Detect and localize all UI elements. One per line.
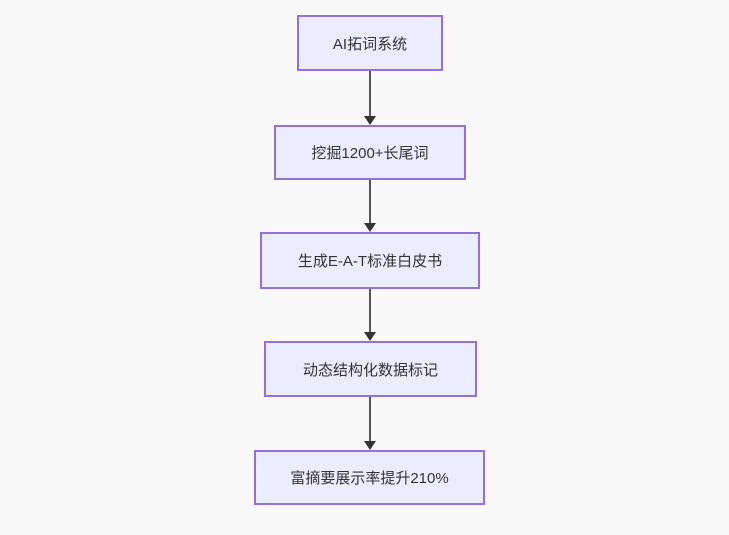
flow-node-label: 富摘要展示率提升210% [290, 470, 449, 487]
arrow-down-icon [364, 223, 376, 232]
flow-node-longtail-mining: 挖掘1200+长尾词 [274, 125, 466, 180]
flow-edge-b-c [363, 180, 377, 232]
edge-line [369, 397, 371, 441]
flow-node-eat-whitepaper: 生成E-A-T标准白皮书 [260, 232, 480, 289]
flow-node-ai-keyword-system: AI拓词系统 [297, 15, 443, 71]
arrow-down-icon [364, 332, 376, 341]
flow-node-label: AI拓词系统 [332, 35, 408, 53]
flow-node-structured-data-markup: 动态结构化数据标记 [264, 341, 477, 397]
flow-edge-c-d [363, 289, 377, 341]
arrow-down-icon [364, 116, 376, 125]
flow-edge-a-b [363, 71, 377, 125]
edge-line [369, 289, 371, 332]
flow-node-label: 动态结构化数据标记 [302, 361, 438, 379]
flow-node-rich-snippet-result: 富摘要展示率提升210% [254, 450, 485, 505]
edge-line [369, 71, 371, 116]
flow-node-label: 挖掘1200+长尾词 [311, 145, 429, 162]
edge-line [369, 180, 371, 223]
flow-edge-d-e [363, 397, 377, 450]
arrow-down-icon [364, 441, 376, 450]
flow-node-label: 生成E-A-T标准白皮书 [297, 253, 443, 270]
